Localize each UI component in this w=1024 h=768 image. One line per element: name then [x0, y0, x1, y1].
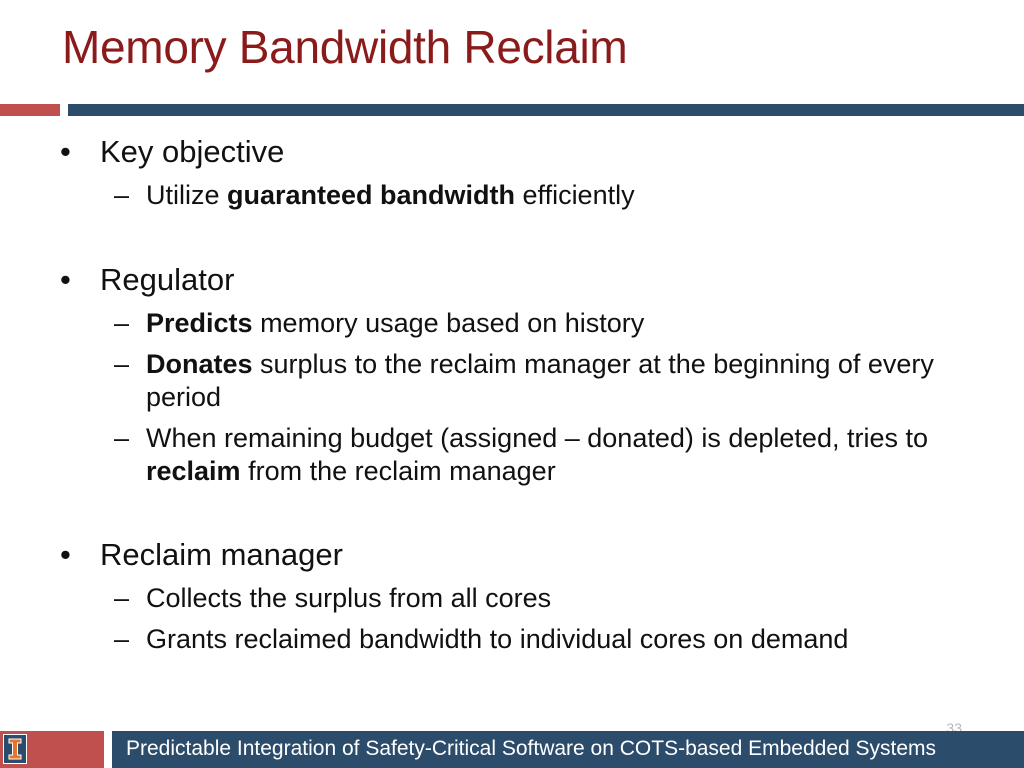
sub-bullet-text: Grants reclaimed bandwidth to individual… [146, 624, 849, 654]
bold-run: Predicts [146, 308, 253, 338]
text-run: efficiently [515, 180, 635, 210]
sub-bullet-text: Predicts memory usage based on history [146, 307, 986, 340]
bullet-marker: • [60, 537, 71, 572]
title-rule-accent [0, 104, 60, 116]
sub-bullet-marker: – [114, 423, 130, 453]
bullet-text: Key objective [100, 134, 285, 169]
sub-bullet-text: Utilize guaranteed bandwidth efficiently [146, 179, 986, 212]
sub-bullet-marker: – [114, 624, 130, 654]
university-block-i-icon [3, 734, 27, 764]
sub-bullet-text: Collects the surplus from all cores [146, 583, 552, 613]
footer-text: Predictable Integration of Safety-Critic… [126, 737, 937, 760]
title-rule [68, 104, 1024, 116]
bullet-text: Reclaim manager [100, 537, 343, 572]
text-run: surplus to the reclaim manager at the be… [146, 349, 934, 412]
sub-bullet-marker: – [114, 583, 130, 613]
block-i-icon [8, 738, 22, 760]
text-run: Utilize [146, 180, 228, 210]
bold-run: reclaim [146, 456, 241, 486]
text-run: memory usage based on history [252, 308, 645, 338]
sub-bullet-text: Donates surplus to the reclaim manager a… [146, 348, 986, 414]
bold-run: guaranteed bandwidth [227, 180, 516, 210]
sub-bullet-marker: – [114, 349, 130, 379]
bullet-text: Regulator [100, 262, 235, 297]
text-run: When remaining budget (assigned – donate… [146, 423, 928, 453]
sub-bullet-text: When remaining budget (assigned – donate… [146, 422, 986, 488]
bold-run: Donates [146, 349, 253, 379]
footer-bar [112, 731, 1024, 768]
slide-title: Memory Bandwidth Reclaim [62, 21, 628, 73]
text-run: from the reclaim manager [240, 456, 556, 486]
sub-bullet-marker: – [114, 308, 130, 338]
bullet-marker: • [60, 262, 71, 297]
bullet-marker: • [60, 134, 71, 169]
sub-bullet-marker: – [114, 180, 130, 210]
